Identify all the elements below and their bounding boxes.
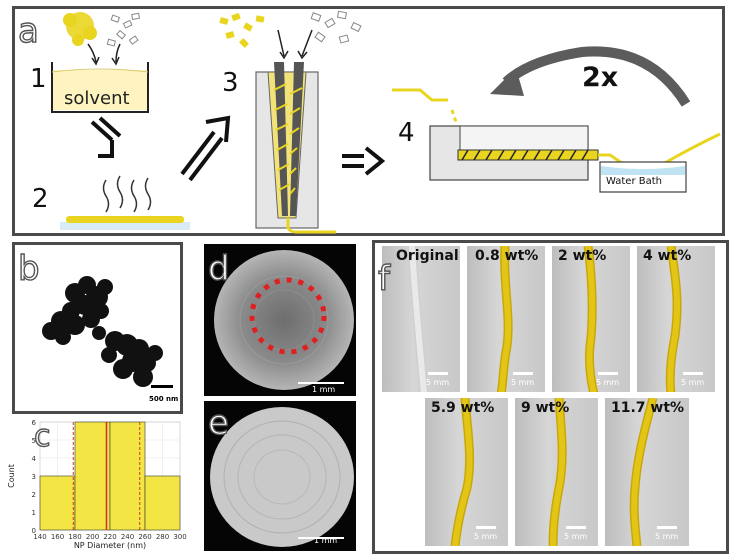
- water-bath-label: Water Bath: [606, 176, 662, 187]
- panel-a-letter: a: [17, 11, 39, 51]
- concentration-label: Original: [396, 248, 459, 264]
- x-tick-label: 300: [173, 533, 186, 541]
- panel-e-image: [204, 401, 356, 551]
- fiber-photo: Original 5 mm: [382, 246, 460, 392]
- histogram-bar: [109, 421, 146, 531]
- panel-e-scale-label: 1 mm: [314, 536, 338, 545]
- concentration-label: 4 wt%: [643, 248, 692, 264]
- solvent-label: solvent: [64, 88, 130, 109]
- fabrication-schematic: [51, 10, 721, 234]
- cross-section-d: [214, 250, 354, 390]
- scale-bar-label: 5 mm: [681, 378, 705, 387]
- fiber-strand: [407, 246, 429, 392]
- nanoparticle-powder-icon: [63, 12, 97, 46]
- panel-d-letter: d: [207, 249, 230, 289]
- scale-bar-label: 5 mm: [426, 378, 450, 387]
- x-tick-label: 280: [156, 533, 169, 541]
- y-tick-label: 4: [32, 455, 37, 463]
- panel-d-scale-label: 1 mm: [312, 385, 336, 394]
- dotted-boundary: [249, 277, 327, 355]
- panel-b-letter: b: [17, 249, 40, 289]
- histogram-bar: [39, 475, 76, 531]
- arrow-icon: [87, 43, 97, 63]
- scale-bar-label: 5 mm: [655, 532, 679, 541]
- concentration-label: 2 wt%: [558, 248, 607, 264]
- scale-bar-label: 5 mm: [564, 532, 588, 541]
- fiber-strand: [496, 246, 513, 392]
- fiber-photo: 4 wt% 5 mm: [637, 246, 715, 392]
- fiber-strand: [665, 246, 682, 392]
- panel-e-letter: e: [207, 403, 229, 443]
- y-tick-label: 1: [32, 509, 36, 517]
- histogram-bar: [74, 421, 111, 531]
- tem-image: [42, 276, 173, 388]
- up-right-arrow-icon: [180, 115, 231, 182]
- repeat-arrow-icon: [490, 46, 691, 107]
- panel-f-letter: f: [377, 259, 390, 299]
- draw-stage-icon: [392, 88, 721, 193]
- scale-bar: [598, 372, 618, 375]
- y-tick-label: 3: [32, 473, 36, 481]
- scale-bar: [428, 372, 448, 375]
- step-2-label: 2: [32, 184, 49, 214]
- polymer-flakes-icon: [106, 12, 141, 47]
- fiber-strand: [450, 398, 475, 546]
- y-tick-label: 2: [32, 491, 36, 499]
- down-chevron-arrow-icon: [90, 116, 122, 158]
- panel-b: [12, 242, 183, 414]
- x-tick-label: 240: [121, 533, 134, 541]
- fiber-strand: [548, 398, 567, 546]
- x-tick-label: 220: [103, 533, 116, 541]
- scale-bar: [476, 526, 496, 529]
- extruder-icon: [219, 10, 362, 234]
- y-axis-label: Count: [7, 464, 16, 488]
- step-3-label: 3: [222, 68, 239, 98]
- solvent-beaker-icon: [51, 62, 149, 113]
- y-tick-label: 5: [32, 437, 36, 445]
- concentration-label: 0.8 wt%: [475, 248, 539, 264]
- fiber-strand: [629, 398, 658, 546]
- scale-bar: [657, 526, 677, 529]
- drying-film-icon: [60, 175, 190, 230]
- scale-bar: [566, 526, 586, 529]
- x-tick-label: 160: [51, 533, 64, 541]
- scale-bar-label: 5 mm: [596, 378, 620, 387]
- histogram-bar: [144, 475, 181, 531]
- y-tick-label: 6: [32, 419, 37, 427]
- repeat-label: 2x: [582, 62, 619, 93]
- x-tick-label: 180: [68, 533, 81, 541]
- panel-a: [12, 6, 725, 236]
- fiber-photo: 5.9 wt% 5 mm: [425, 398, 508, 546]
- fiber-strand: [583, 246, 599, 392]
- fiber-photo: 2 wt% 5 mm: [552, 246, 630, 392]
- right-arrow-icon: [342, 146, 386, 176]
- x-axis-label: NP Diameter (nm): [74, 541, 146, 550]
- fiber-photo: 0.8 wt% 5 mm: [467, 246, 545, 392]
- scale-bar: [513, 372, 533, 375]
- scale-bar-label: 5 mm: [474, 532, 498, 541]
- step-4-label: 4: [398, 118, 415, 148]
- cross-section-e: [210, 407, 354, 547]
- concentration-label: 11.7 wt%: [611, 400, 685, 416]
- panel-c-letter: c: [33, 419, 51, 454]
- scale-bar-label: 5 mm: [511, 378, 535, 387]
- concentration-label: 5.9 wt%: [431, 400, 495, 416]
- panel-b-scale-label: 500 nm: [149, 395, 179, 403]
- y-tick-label: 0: [32, 527, 36, 535]
- fiber-photo: 11.7 wt% 5 mm: [605, 398, 689, 546]
- fiber-photo: 9 wt% 5 mm: [515, 398, 598, 546]
- x-tick-label: 260: [138, 533, 151, 541]
- x-tick-label: 200: [86, 533, 99, 541]
- concentration-label: 9 wt%: [521, 400, 570, 416]
- scale-bar: [683, 372, 703, 375]
- step-1-label: 1: [30, 64, 47, 94]
- x-tick-label: 140: [33, 533, 46, 541]
- panel-d-image: [204, 244, 356, 396]
- diameter-histogram: 0 1 2 3 4 5 6 140 160 180 200 220 240 260 280 300 NP Dia…: [7, 419, 187, 550]
